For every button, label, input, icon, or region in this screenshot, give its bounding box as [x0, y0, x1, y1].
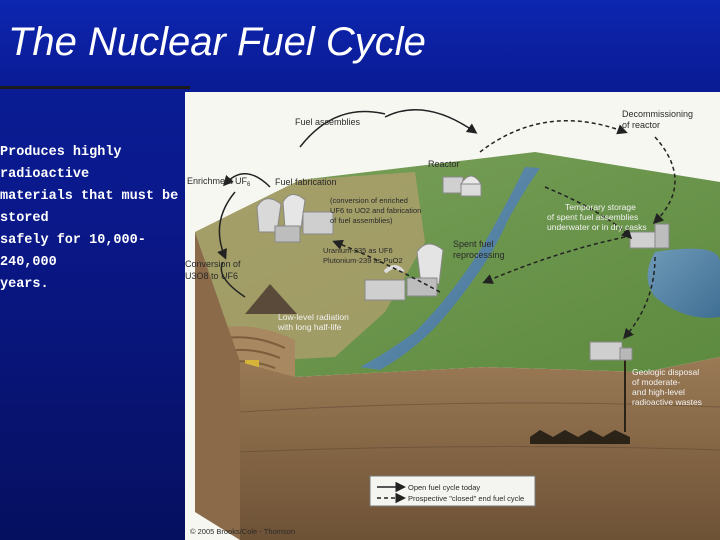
label-temp-storage-line2: of spent fuel assemblies [547, 212, 638, 222]
body-line: Produces highly [0, 145, 122, 160]
conversion-plant [364, 243, 444, 301]
label-fab-note-line3: of fuel assemblies) [330, 216, 393, 225]
label-geologic-line2: of moderate- [632, 377, 680, 387]
label-uranium: Uranium-235 as UF6 [323, 246, 393, 255]
label-low-level-line2: with long half-life [277, 322, 342, 332]
tailings-pile [245, 284, 297, 314]
label-fab-note-line1: (conversion of enriched [330, 196, 408, 205]
label-enrichment: Enrichment UF6 [187, 176, 251, 188]
terrain-left-face [195, 232, 240, 540]
label-geologic-line1: Geologic disposal [632, 367, 699, 377]
body-line: materials that must be [0, 189, 179, 204]
body-line: stored [0, 211, 49, 226]
ground-area [195, 172, 425, 362]
label-geologic-line3: and high-level [632, 387, 685, 397]
label-decommissioning-line1: Decommissioning [622, 109, 693, 119]
label-conversion-line1: Conversion of [185, 259, 241, 269]
body-line: radioactive [0, 167, 90, 182]
label-low-level-line1: Low-level radiation [278, 312, 349, 322]
slide-title: The Nuclear Fuel Cycle [8, 20, 426, 64]
legend-open-cycle: Open fuel cycle today [408, 483, 480, 492]
label-plutonium: Plutonium-239 as PuO2 [323, 256, 403, 265]
enrichment-plant [256, 194, 334, 243]
label-geologic-line4: radioactive wastes [632, 397, 702, 407]
title-bar [0, 0, 720, 84]
body-line: safely for 10,000-240,000 [0, 233, 146, 270]
label-fuel-assemblies: Fuel assemblies [295, 117, 361, 127]
label-spent-fuel-line1: Spent fuel [453, 239, 494, 249]
legend-closed-cycle: Prospective "closed" end fuel cycle [408, 494, 524, 503]
label-decommissioning-line2: of reactor [622, 120, 660, 130]
body-text: Produces highly radioactive materials th… [0, 142, 180, 296]
lake [647, 248, 720, 318]
spent-fuel-storage [629, 223, 670, 249]
legend: Open fuel cycle today Prospective "close… [369, 475, 536, 507]
label-fuel-fabrication: Fuel fabrication [275, 177, 337, 187]
terrain-front [240, 357, 720, 540]
fuel-cycle-diagram: Fuel assemblies Decommissioning of react… [185, 92, 720, 540]
title-divider [0, 86, 190, 89]
geologic-repository [530, 430, 630, 444]
label-conversion-line2: U3O8 to UF6 [185, 271, 238, 281]
label-reactor: Reactor [428, 159, 460, 169]
repository-facility [589, 341, 633, 361]
label-temp-storage-line1: Temporary storage [565, 202, 636, 212]
label-fab-note-line2: UF6 to UO2 and fabrication [330, 206, 421, 215]
river [360, 167, 540, 370]
reactor-building [442, 175, 482, 197]
copyright-credit: © 2005 Brooks/Cole - Thomson [190, 527, 295, 536]
label-temp-storage-line3: underwater or in dry casks [547, 222, 647, 232]
diagram-svg: Fuel assemblies Decommissioning of react… [185, 108, 720, 540]
body-line: years. [0, 277, 49, 292]
label-spent-fuel-line2: reprocessing [453, 250, 505, 260]
